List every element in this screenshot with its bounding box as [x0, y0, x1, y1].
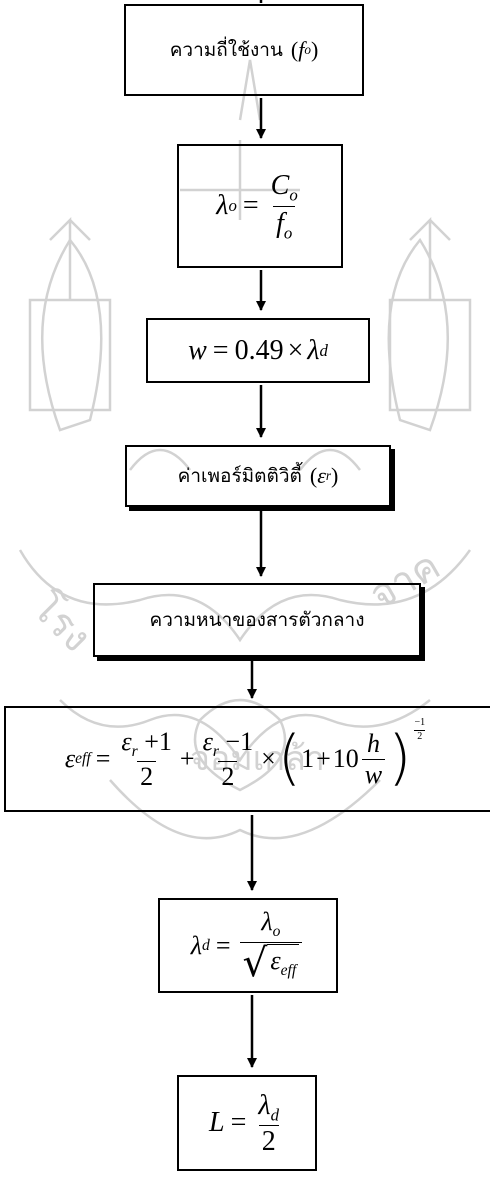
exponent-numerator: −1: [414, 717, 426, 728]
frac1-plus-one: +1: [137, 726, 172, 756]
frequency-symbol: f: [298, 37, 305, 62]
epsilon-symbol: ε: [317, 463, 326, 488]
substrate-thickness-label: ความหนาของสารตัวกลาง: [149, 609, 365, 631]
epsilon-eff-subscript: eff: [75, 750, 91, 767]
frac2-epsilon-subscript: r: [212, 742, 219, 760]
height-symbol: h: [366, 729, 380, 759]
lambda-over-sqrt-fraction: λo √εeff: [239, 907, 303, 983]
lambda-d-numerator-subscript: d: [270, 1105, 279, 1125]
lambda-d-lhs-subscript: d: [202, 936, 210, 954]
width-symbol-2: w: [361, 758, 386, 788]
frequency-subscript: o: [304, 42, 311, 57]
lambda-d-lhs: λ: [190, 930, 203, 960]
frequency-symbol-denominator: f: [276, 207, 284, 239]
fraction-h-over-w: h w: [361, 729, 386, 788]
exponent-fraction: −1 2: [411, 717, 428, 743]
lambda-d-symbol: λ: [307, 334, 320, 366]
one-term: 1: [301, 744, 315, 773]
operating-frequency-label: ความถี่ใช้งาน: [169, 39, 283, 61]
lambda-o-numerator-subscript: o: [272, 923, 281, 941]
plus-sign: +: [179, 744, 195, 773]
epsilon-eff-denominator-subscript: eff: [280, 961, 297, 979]
epsilon-subscript: r: [325, 468, 332, 483]
lambda-o-symbol: λ: [216, 190, 229, 221]
lambda-d-over-two-fraction: λd 2: [255, 1090, 282, 1157]
width-symbol: w: [188, 334, 207, 366]
ten-coefficient: 10: [332, 744, 359, 773]
frac2-denominator: 2: [218, 761, 238, 790]
lambda-d-numerator: λ: [258, 1089, 271, 1121]
square-root: √εeff: [243, 943, 300, 983]
frac2-minus-one: −1: [218, 726, 254, 756]
multiply-sign-2: ×: [261, 744, 276, 773]
speed-of-light-subscript: o: [289, 185, 298, 205]
c-over-f-fraction: Co fo: [268, 170, 301, 241]
right-paren: ): [388, 723, 412, 794]
patch-length-box: L = λd 2: [177, 1075, 317, 1171]
plus-sign-2: +: [316, 744, 331, 773]
epsilon-eff-denominator: ε: [270, 945, 281, 975]
left-paren: (: [277, 723, 302, 794]
lambda-o-numerator: λ: [261, 907, 273, 937]
substrate-thickness-box: ความหนาของสารตัวกลาง: [93, 583, 421, 657]
svg-text:จอมเกล้า: จอมเกล้า: [190, 739, 325, 779]
frac1-epsilon-subscript: r: [131, 742, 138, 760]
width-coefficient: 0.49: [234, 334, 284, 366]
length-symbol: L: [209, 1107, 225, 1138]
permittivity-label: ค่าเพอร์มิตติวิตี้: [177, 465, 302, 487]
multiply-sign: ×: [287, 334, 304, 366]
epsilon-eff-symbol: ε: [64, 744, 76, 773]
frac1-denominator: 2: [137, 761, 157, 790]
fraction-er-plus-one: εr +1 2: [118, 726, 175, 791]
fraction-er-minus-one: εr −1 2: [200, 726, 257, 791]
exponent-denominator: 2: [414, 729, 426, 743]
frac1-epsilon: ε: [121, 726, 132, 756]
speed-of-light-symbol: C: [270, 170, 290, 202]
frequency-denominator-subscript: o: [283, 223, 293, 243]
frac2-epsilon: ε: [202, 726, 213, 756]
lambda-o-subscript: o: [228, 196, 237, 215]
lambda-d-subscript: d: [319, 340, 328, 360]
two-denominator: 2: [258, 1124, 279, 1156]
